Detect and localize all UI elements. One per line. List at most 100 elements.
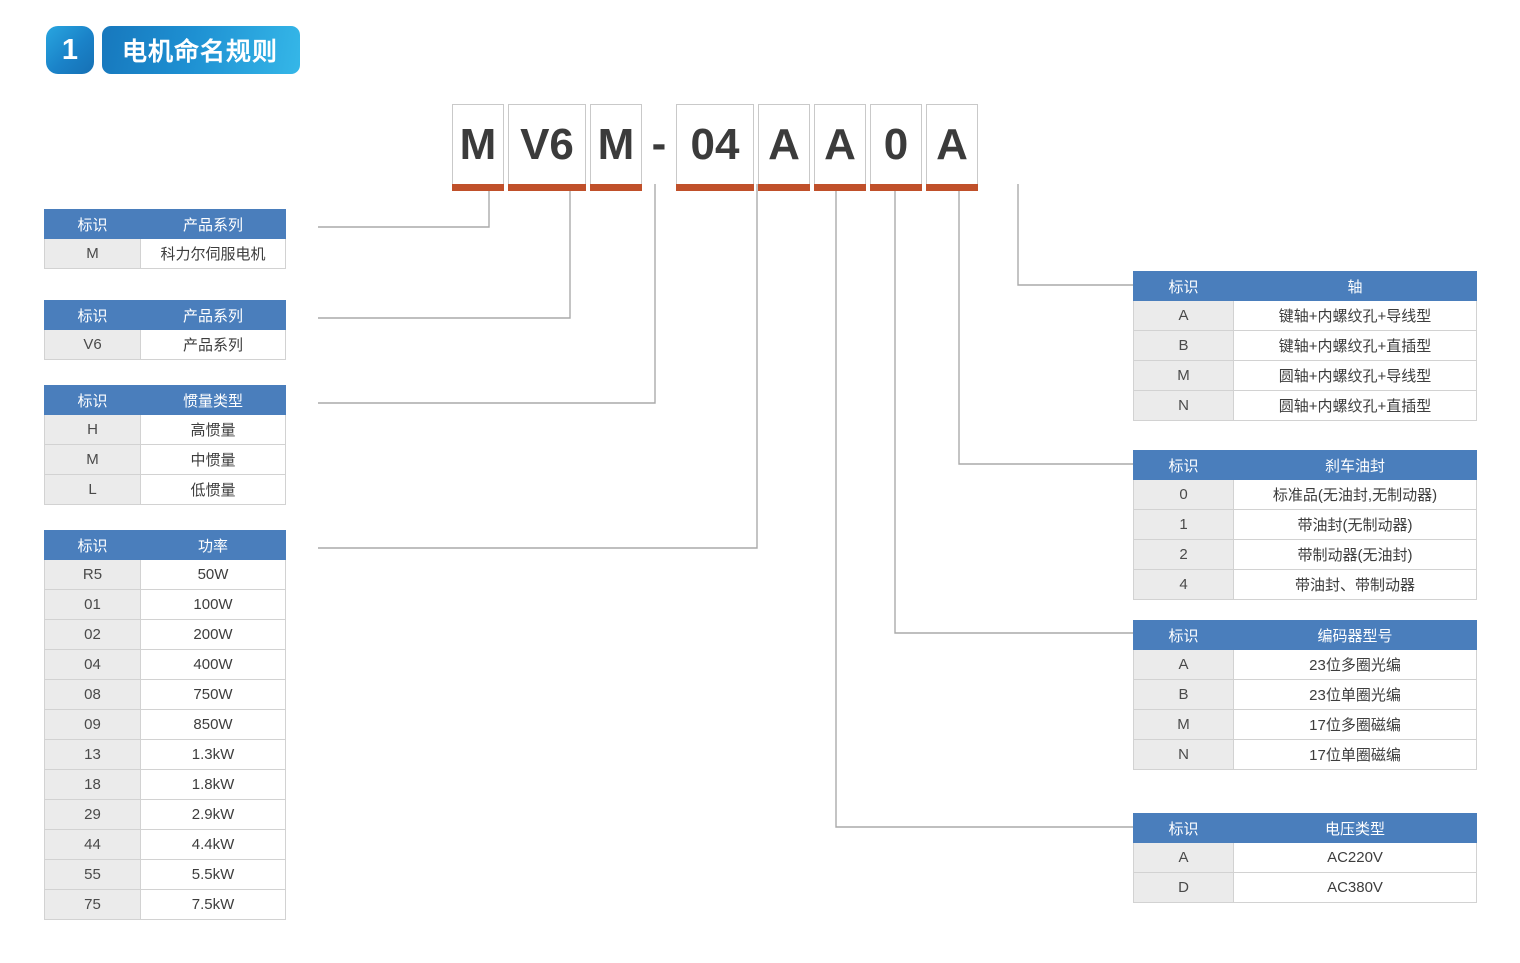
table-header-row: 标识惯量类型 [44, 385, 286, 415]
cell-description: 750W [140, 679, 286, 710]
cell-code: B [1133, 679, 1234, 710]
column-header: 编码器型号 [1233, 620, 1477, 650]
cell-code: 55 [44, 859, 141, 890]
cell-code: 09 [44, 709, 141, 740]
table-header-row: 标识功率 [44, 530, 286, 560]
column-header: 标识 [1133, 620, 1234, 650]
code-segment-8: A [926, 104, 978, 191]
table-header-row: 标识电压类型 [1133, 813, 1477, 843]
table-header-row: 标识产品系列 [44, 209, 286, 239]
link-v6-to-series [318, 184, 571, 319]
cell-description: 高惯量 [140, 414, 286, 445]
cell-code: M [1133, 360, 1234, 391]
cell-code: 04 [44, 649, 141, 680]
column-header: 产品系列 [140, 300, 286, 330]
cell-description: 850W [140, 709, 286, 740]
cell-description: 23位多圈光编 [1233, 649, 1477, 680]
cell-description: 键轴+内螺纹孔+导线型 [1233, 300, 1477, 331]
cell-description: 5.5kW [140, 859, 286, 890]
link-power [318, 184, 758, 549]
cell-code: 75 [44, 889, 141, 920]
cell-code: M [44, 444, 141, 475]
column-header: 标识 [44, 385, 141, 415]
code-segment-7: 0 [870, 104, 922, 191]
column-header: 标识 [44, 209, 141, 239]
cell-code: L [44, 474, 141, 505]
cell-description: 圆轴+内螺纹孔+导线型 [1233, 360, 1477, 391]
page-title: 电机命名规则 [102, 26, 301, 74]
cell-description: 50W [140, 559, 286, 590]
cell-description: 100W [140, 589, 286, 620]
column-header: 功率 [140, 530, 286, 560]
table-header-row: 标识编码器型号 [1133, 620, 1477, 650]
cell-description: 中惯量 [140, 444, 286, 475]
cell-code: 01 [44, 589, 141, 620]
cell-code: V6 [44, 329, 141, 360]
column-header: 标识 [1133, 271, 1234, 301]
cell-description: AC380V [1233, 872, 1477, 903]
section-number-badge: 1 [46, 26, 94, 74]
cell-description: 1.3kW [140, 739, 286, 770]
code-segment-6: A [814, 104, 866, 191]
cell-code: R5 [44, 559, 141, 590]
cell-description: 7.5kW [140, 889, 286, 920]
table-header-row: 标识产品系列 [44, 300, 286, 330]
cell-description: 键轴+内螺纹孔+直插型 [1233, 330, 1477, 361]
cell-description: 400W [140, 649, 286, 680]
cell-description: 200W [140, 619, 286, 650]
cell-description: 17位单圈磁编 [1233, 739, 1477, 770]
cell-description: 产品系列 [140, 329, 286, 360]
cell-description: 低惯量 [140, 474, 286, 505]
code-segment-2: V6 [508, 104, 586, 191]
cell-description: 标准品(无油封,无制动器) [1233, 479, 1477, 510]
cell-code: B [1133, 330, 1234, 361]
link-encoder [835, 184, 1133, 828]
cell-description: 科力尔伺服电机 [140, 238, 286, 269]
code-segment-4: 04 [676, 104, 754, 191]
column-header: 电压类型 [1233, 813, 1477, 843]
column-header: 标识 [1133, 450, 1234, 480]
cell-code: 4 [1133, 569, 1234, 600]
table-header-row: 标识刹车油封 [1133, 450, 1477, 480]
cell-code: 02 [44, 619, 141, 650]
cell-description: 带油封(无制动器) [1233, 509, 1477, 540]
cell-description: 23位单圈光编 [1233, 679, 1477, 710]
cell-description: 圆轴+内螺纹孔+直插型 [1233, 390, 1477, 421]
cell-code: 13 [44, 739, 141, 770]
cell-description: 2.9kW [140, 799, 286, 830]
code-separator-dash: - [651, 119, 667, 168]
link-voltage [894, 184, 1133, 634]
column-header: 标识 [44, 530, 141, 560]
section-title: 1 电机命名规则 [46, 26, 301, 74]
cell-description: 带油封、带制动器 [1233, 569, 1477, 600]
